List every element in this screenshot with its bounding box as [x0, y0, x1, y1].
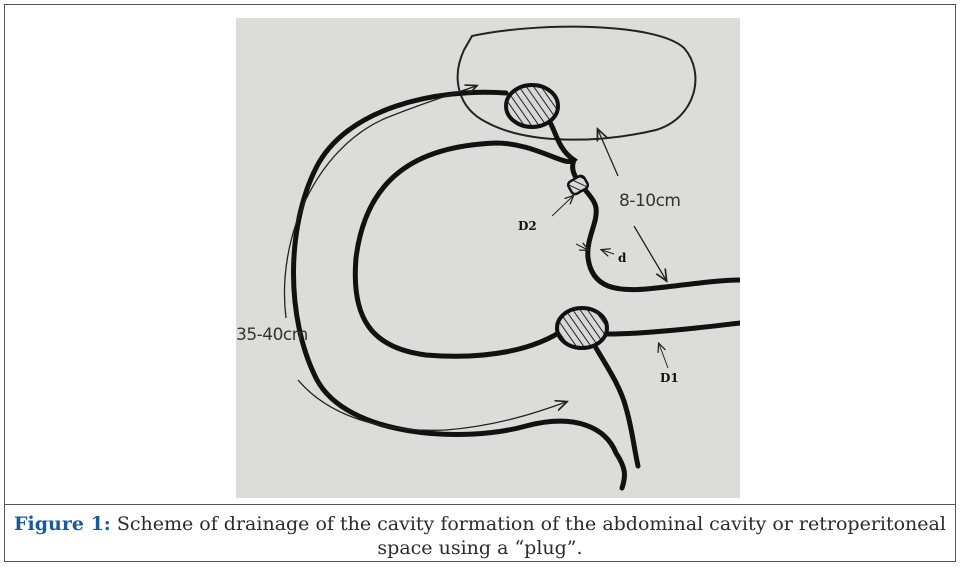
diagram-photo: 35-40cm 8-10cm D2 d D1 [236, 18, 740, 498]
label-d1: D1 [660, 371, 679, 385]
pointer-d2 [552, 196, 573, 216]
label-d: d [618, 251, 627, 265]
pointer-d-right [602, 250, 614, 254]
drain-tube-inner-wall [355, 116, 574, 356]
arrow-length-top [284, 86, 476, 318]
figure-area: 35-40cm 8-10cm D2 d D1 [5, 5, 955, 505]
caption-text: Scheme of drainage of the cavity formati… [117, 513, 946, 559]
label-length-short: 8-10cm [619, 191, 681, 211]
drainage-diagram: 35-40cm 8-10cm D2 d D1 [236, 18, 740, 498]
plug-lower [557, 308, 607, 348]
figure-caption: Figure 1: Scheme of drainage of the cavi… [5, 512, 955, 560]
cavity-outline [458, 27, 696, 140]
drain-tube-right-upper [573, 160, 740, 290]
caption-label: Figure 1: [14, 513, 111, 535]
drain-tube-outflow [596, 348, 638, 466]
figure-frame: 35-40cm 8-10cm D2 d D1 Figure 1: Scheme … [4, 4, 956, 562]
plug-upper [506, 85, 558, 127]
label-length-long: 35-40cm [236, 325, 308, 345]
arrow-length-short-down [634, 226, 666, 280]
label-d2: D2 [518, 219, 537, 233]
pointer-d1 [659, 344, 668, 368]
